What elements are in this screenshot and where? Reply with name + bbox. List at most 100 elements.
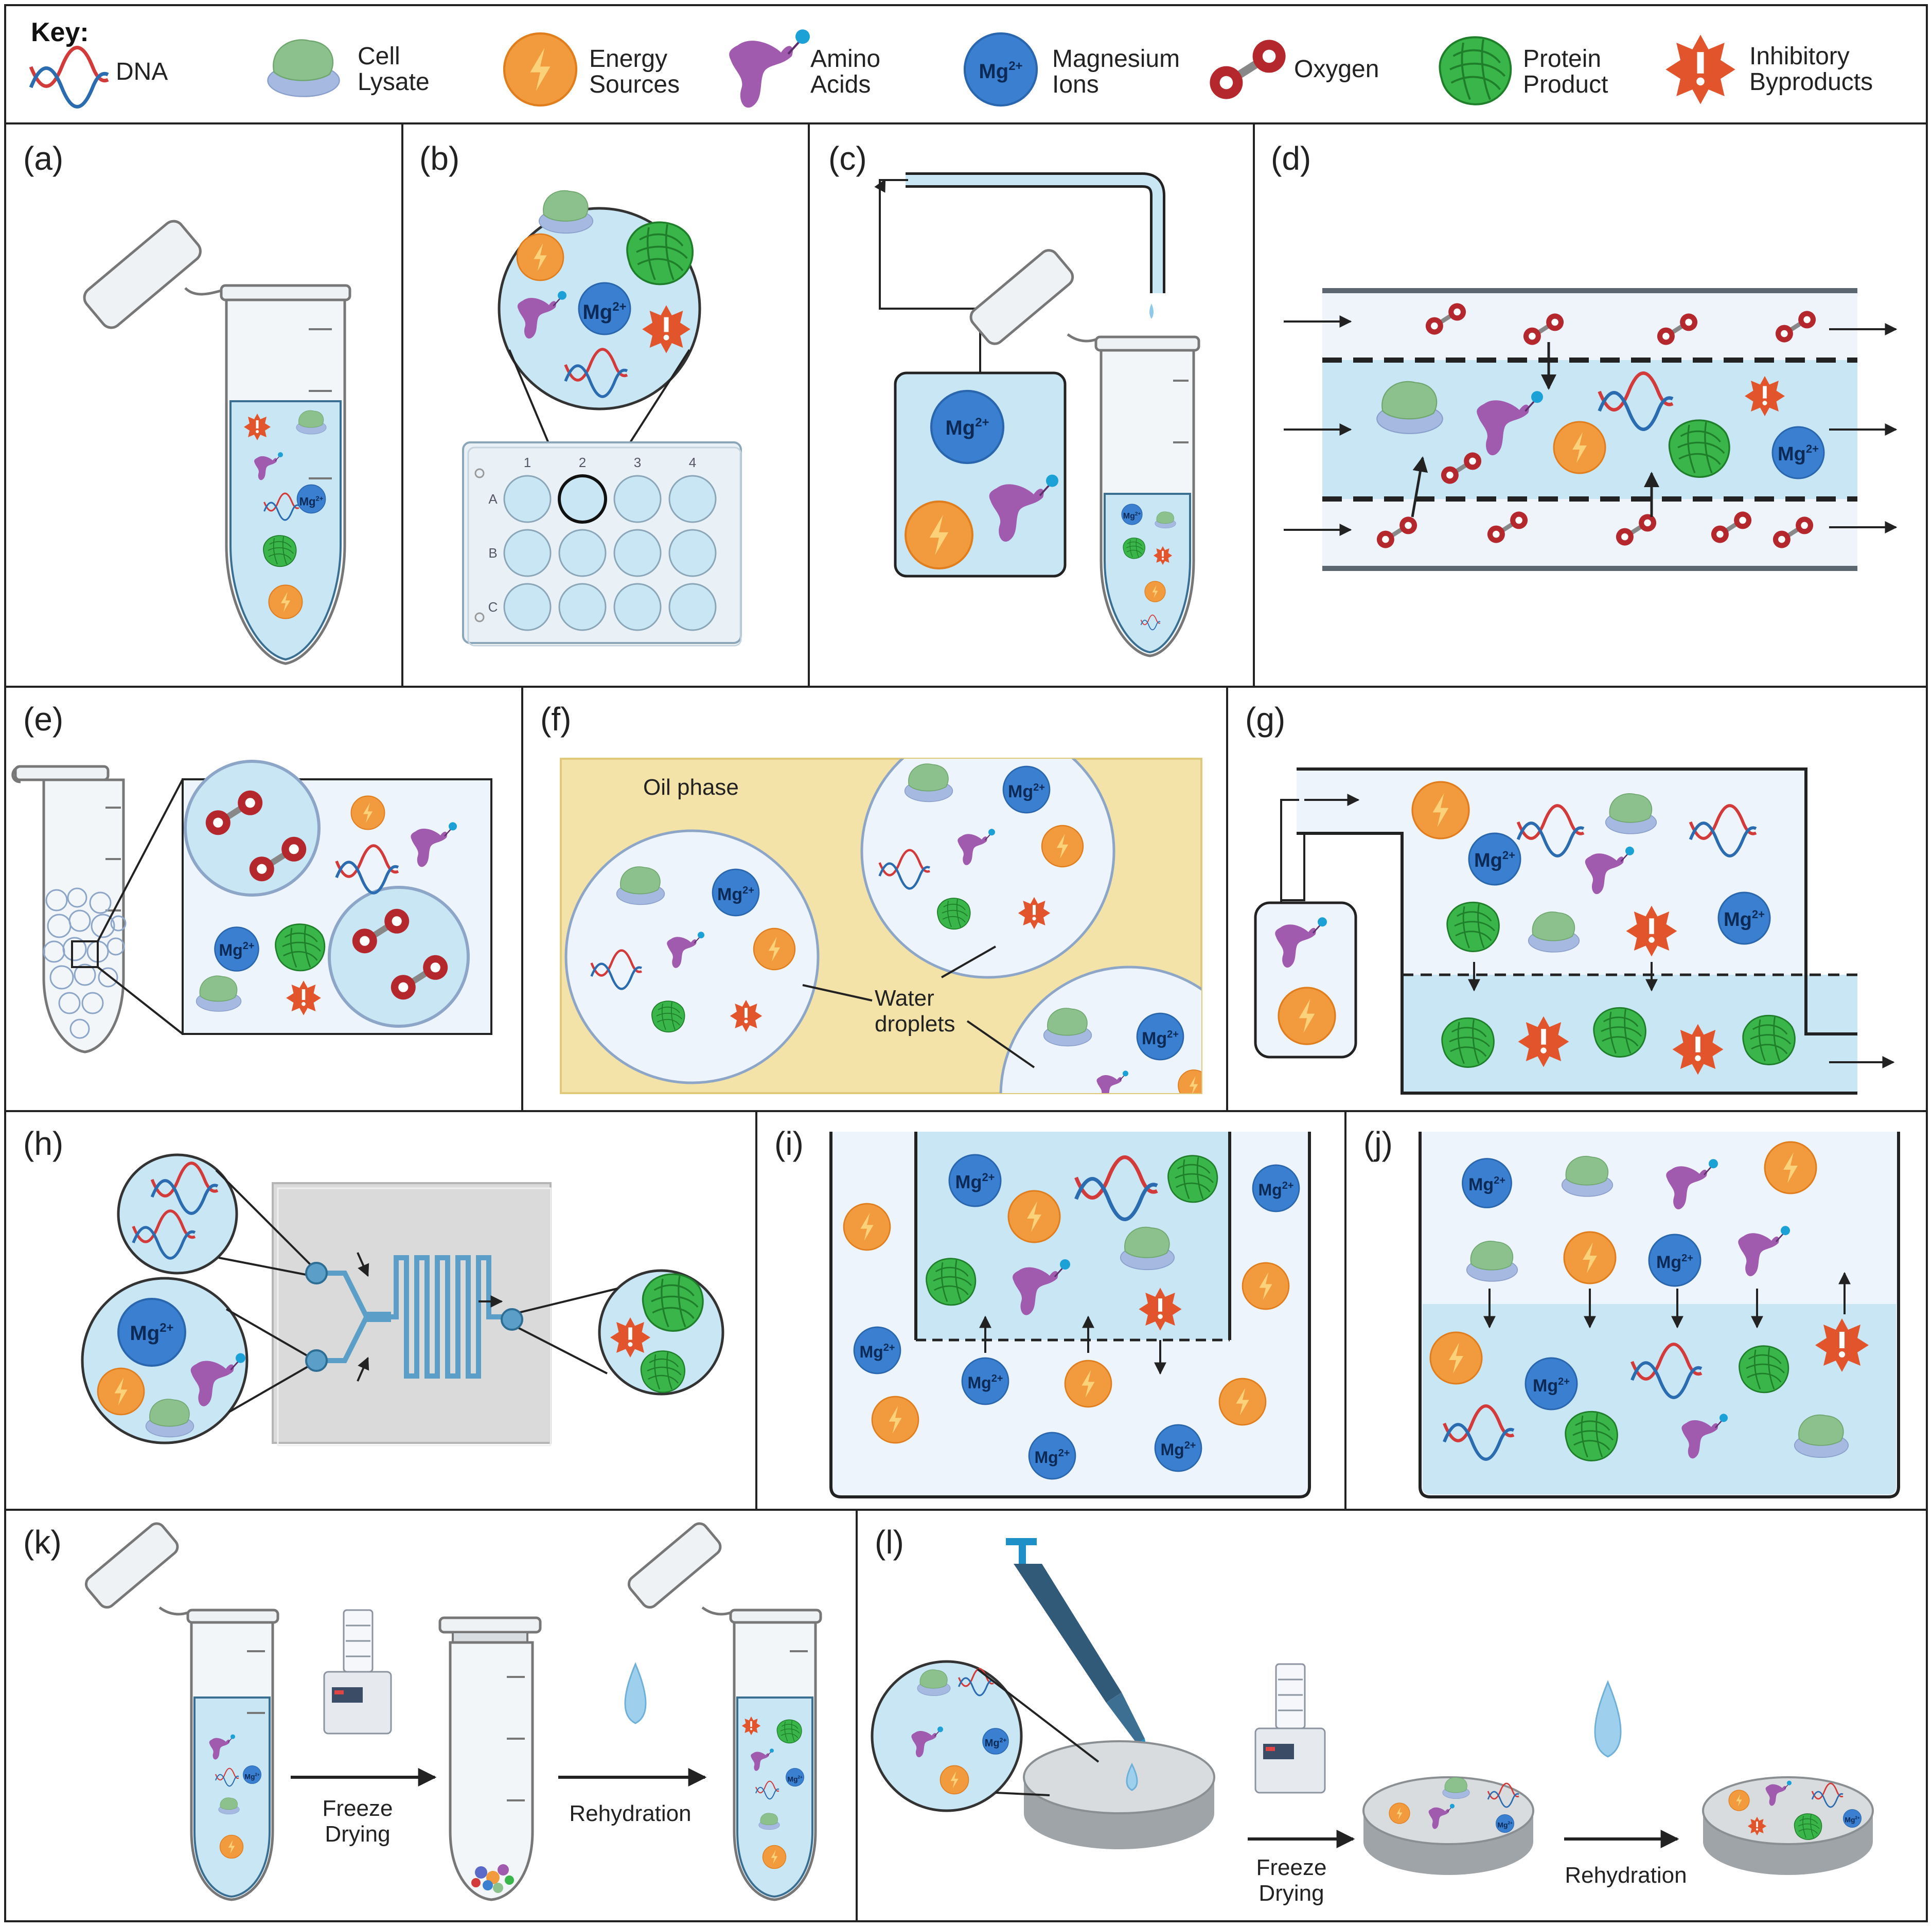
dna-icon xyxy=(31,48,108,107)
plate-col-label: 3 xyxy=(634,455,641,470)
panel-label-j: (j) xyxy=(1363,1125,1393,1162)
plate-row-label: A xyxy=(488,491,498,507)
panel-label-b: (b) xyxy=(419,140,459,177)
panel-f-emulsion: Mg2+ Mg2+ Mg2+ Oil phase Water droplets xyxy=(560,758,1202,1094)
plate-well xyxy=(668,529,717,577)
water-droplets-label-2: droplets xyxy=(875,1011,955,1037)
panel-i-mg-label-6: Mg2+ xyxy=(1160,1440,1196,1459)
plate-row-labels: A B C xyxy=(488,491,498,615)
k-rehydration-label: Rehydration xyxy=(569,1801,691,1826)
panel-label-g: (g) xyxy=(1245,701,1285,738)
panel-j-mg-label-2: Mg2+ xyxy=(1656,1253,1693,1272)
panel-i-mg-label-1: Mg2+ xyxy=(955,1171,995,1192)
mg-glyph-label: Mg2+ xyxy=(1497,1821,1513,1829)
plate-well xyxy=(503,583,552,631)
plate-col-label: 1 xyxy=(524,455,531,470)
plate-col-label: 4 xyxy=(689,455,696,470)
panel-e-mg-label: Mg2+ xyxy=(219,940,254,959)
energy-icon xyxy=(504,33,576,105)
panel-h-mg-label: Mg2+ xyxy=(130,1321,173,1345)
panel-d-membrane-flow: Mg2+ xyxy=(1284,288,1898,571)
plate-well xyxy=(613,529,662,577)
key-inhib-label-1: Inhibitory xyxy=(1749,43,1850,70)
panel-d-mg-label: Mg2+ xyxy=(1778,442,1819,465)
panel-label-i: (i) xyxy=(774,1125,804,1162)
oil-phase-label: Oil phase xyxy=(643,775,739,800)
panel-f-mg-label-1: Mg2+ xyxy=(717,885,754,904)
key-title: Key: xyxy=(31,17,89,47)
k-freeze-label-2: Drying xyxy=(325,1821,390,1847)
panel-label-l: (l) xyxy=(875,1524,904,1561)
panel-l-paper-disc: Freeze Drying Rehydration xyxy=(871,1538,1874,1906)
panel-j-bilayer: Mg2+ Mg2+ Mg2+ xyxy=(1419,1132,1900,1498)
dried-pellet xyxy=(471,1864,514,1893)
panel-c-mg-label: Mg2+ xyxy=(945,416,989,439)
l-rehydration-label: Rehydration xyxy=(1565,1863,1687,1888)
protein-icon xyxy=(1439,36,1512,105)
key-mg-label-2: Ions xyxy=(1052,71,1099,98)
panel-g-mg-label-2: Mg2+ xyxy=(1724,908,1765,931)
panel-label-d: (d) xyxy=(1271,140,1311,177)
panel-j-mg-label-3: Mg2+ xyxy=(1533,1376,1570,1396)
panel-i-mg-label-5: Mg2+ xyxy=(1034,1448,1070,1467)
panel-f-mg-label-2: Mg2+ xyxy=(1008,782,1045,801)
mg-glyph-label: Mg2+ xyxy=(787,1775,803,1783)
panel-f-mg-label-3: Mg2+ xyxy=(1142,1029,1179,1048)
key-amino-label-1: Amino xyxy=(810,45,880,73)
panel-i-mg-label-3: Mg2+ xyxy=(859,1342,895,1361)
panel-c-continuous-feed: Mg2+ xyxy=(874,172,1200,657)
plate-wells xyxy=(503,474,717,631)
panel-i-mg-label-2: Mg2+ xyxy=(1258,1180,1293,1199)
cell-lysate-icon xyxy=(267,39,340,97)
panel-label-c: (c) xyxy=(828,140,867,177)
k-freeze-label-1: Freeze xyxy=(323,1796,393,1821)
panel-h-microfluidic: Mg2+ xyxy=(81,1153,724,1446)
panel-label-e: (e) xyxy=(23,701,63,738)
panel-g-mg-label-1: Mg2+ xyxy=(1474,849,1515,871)
plate-column-labels: 1 2 3 4 xyxy=(524,455,696,470)
panel-label-h: (h) xyxy=(23,1125,63,1162)
key-mg-label-1: Magnesium xyxy=(1052,45,1180,73)
plate-well xyxy=(668,583,717,631)
panel-label-a: (a) xyxy=(23,140,63,177)
key-energy-label-2: Sources xyxy=(589,71,680,98)
freeze-dryer-icon-l xyxy=(1254,1663,1326,1794)
l-freeze-label-2: Drying xyxy=(1259,1881,1324,1906)
plate-well xyxy=(613,475,662,523)
freeze-dryer-icon-k xyxy=(323,1609,392,1735)
key-lysate-label-2: Lysate xyxy=(358,68,430,96)
panel-i-mg-label-4: Mg2+ xyxy=(967,1373,1003,1392)
panel-j-mg-label-1: Mg2+ xyxy=(1468,1175,1505,1194)
inhibitory-icon xyxy=(1665,34,1735,104)
mg-glyph-label: Mg2+ xyxy=(244,1773,260,1781)
panel-k-freeze-drying: Freeze Drying Rehydration xyxy=(84,1522,822,1901)
amino-acid-icon xyxy=(729,29,810,108)
mg-glyph-label: Mg2+ xyxy=(582,300,626,324)
key-protein-label-1: Protein xyxy=(1523,45,1601,73)
water-droplets-label-1: Water xyxy=(875,986,934,1011)
key-inhib-label-2: Byproducts xyxy=(1749,68,1873,96)
oxygen-icon xyxy=(1210,40,1285,99)
key-oxygen-label: Oxygen xyxy=(1294,56,1379,83)
panel-g-dialysis: Mg2+ Mg2+ xyxy=(1254,767,1895,1095)
plate-well xyxy=(503,475,552,523)
panel-i-dialysis-bag: Mg2+ Mg2+ Mg2+ Mg2+ Mg2+ Mg2+ xyxy=(829,1132,1311,1498)
key-energy-label-1: Energy xyxy=(589,45,667,73)
mg-glyph-label: Mg2+ xyxy=(1123,511,1141,521)
plate-col-label: 2 xyxy=(579,455,586,470)
plate-well xyxy=(668,475,717,523)
l-freeze-label-1: Freeze xyxy=(1256,1855,1327,1880)
plate-well xyxy=(558,529,607,577)
mg-glyph-label: Mg2+ xyxy=(1845,1816,1860,1824)
mg-glyph-label: Mg2+ xyxy=(985,1737,1007,1749)
panel-a-tube xyxy=(83,220,351,665)
mg-glyph-label: Mg2+ xyxy=(299,495,324,508)
panel-e-emulsion-tube: Mg2+ xyxy=(11,760,492,1053)
plate-row-label: B xyxy=(488,545,497,561)
panel-label-f: (f) xyxy=(540,701,571,738)
panel-grid xyxy=(4,122,1928,1922)
plate-row-label: C xyxy=(488,599,498,615)
pipette-icon xyxy=(1006,1538,1148,1759)
